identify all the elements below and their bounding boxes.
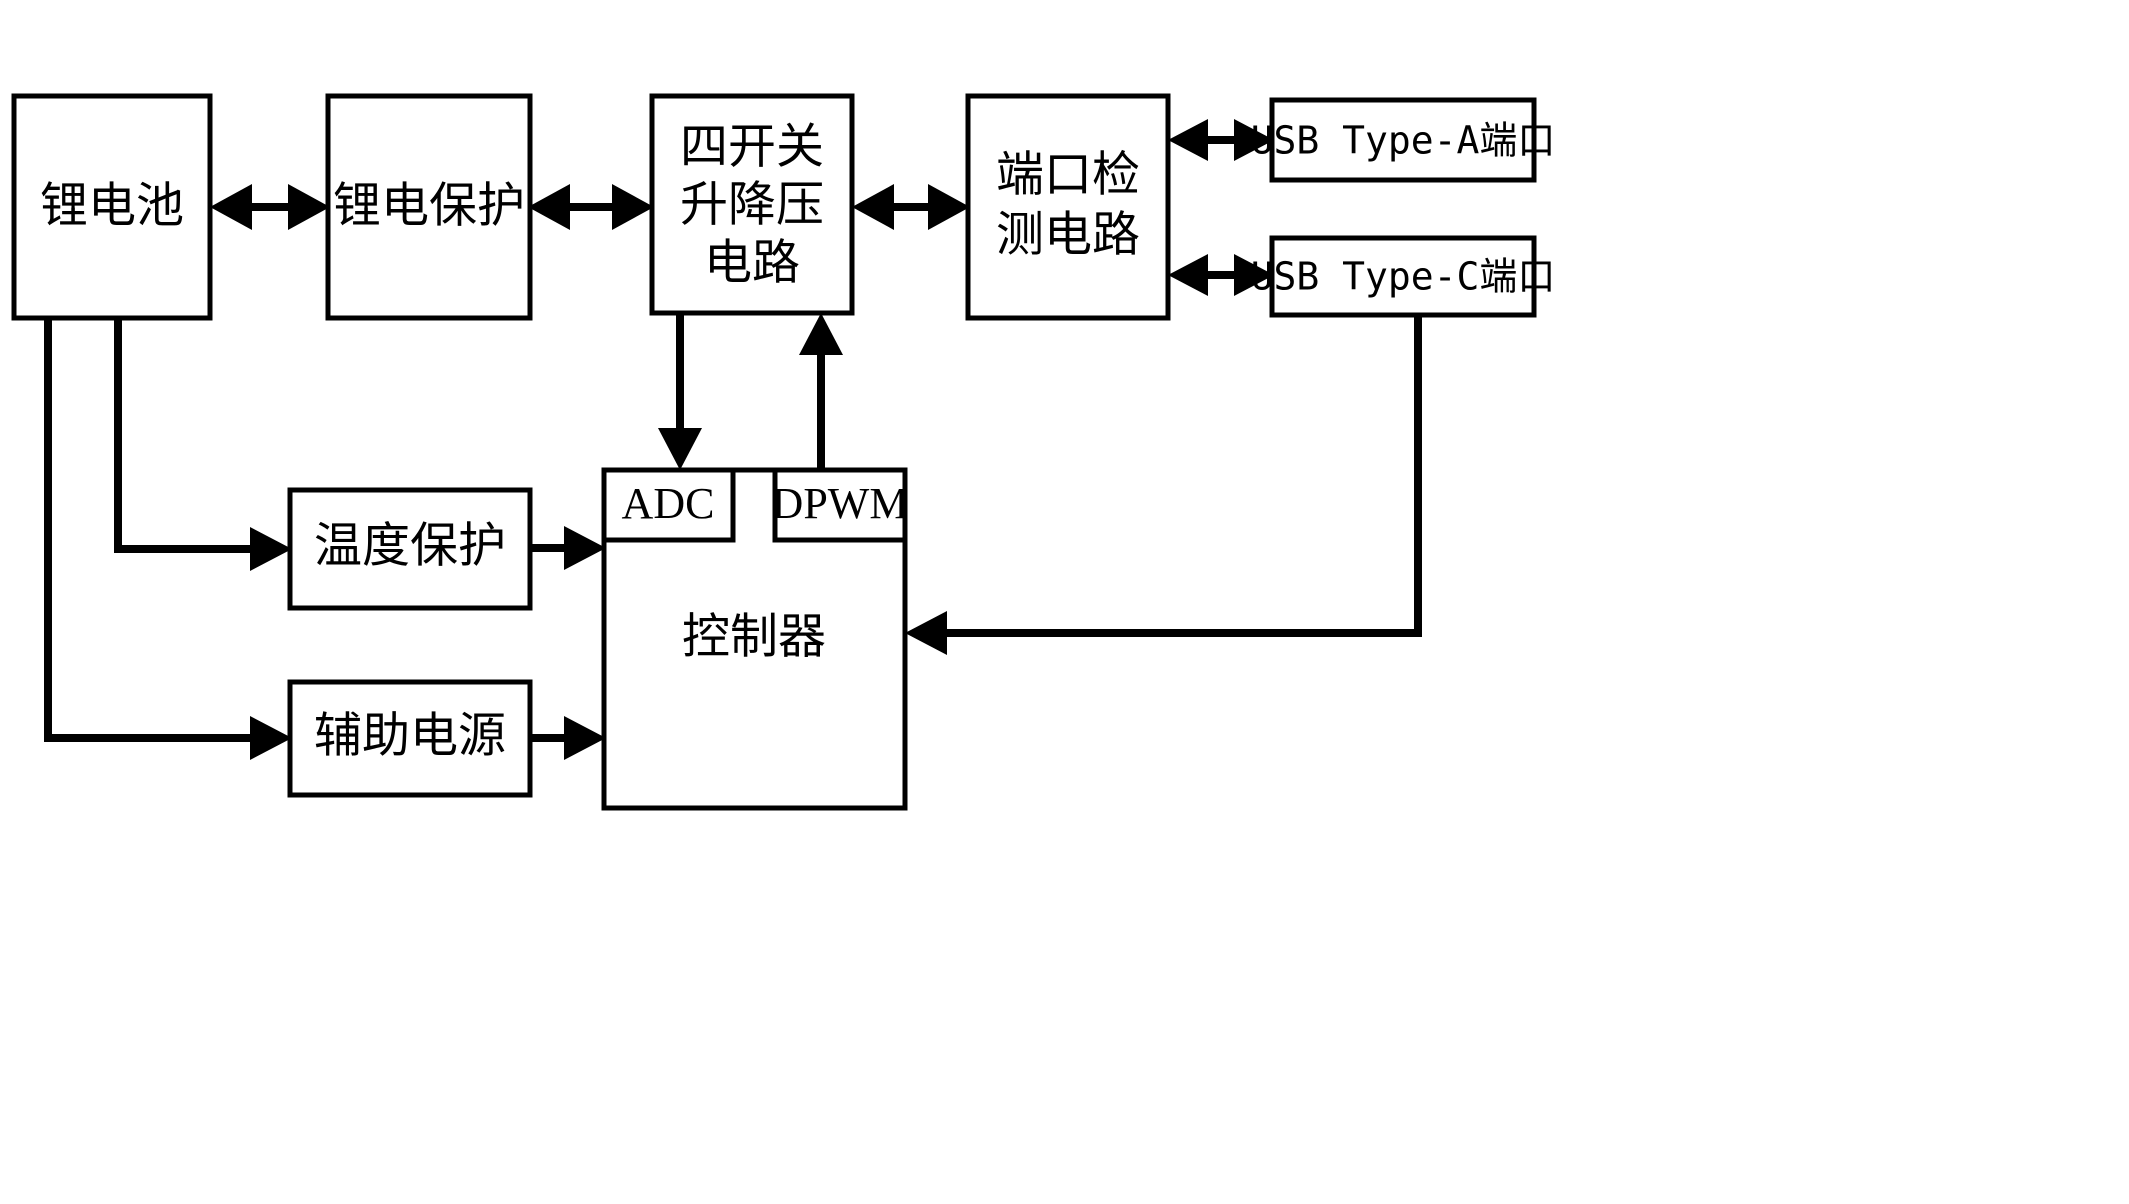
block-buck-boost-label-line3: 电路 [704, 235, 800, 291]
block-battery[interactable]: 锂电池 [11, 93, 213, 321]
block-buck-boost-label-line1: 四开关 [680, 119, 824, 175]
connector-buckboost-to-adc [658, 313, 702, 470]
connector-auxiliary-to-controller [530, 716, 606, 760]
block-temperature-protection-label: 温度保护 [314, 518, 506, 574]
connector-usb-c-to-controller [905, 315, 1422, 655]
block-battery-protection[interactable]: 锂电保护 [325, 93, 533, 321]
block-port-detect-label-line1: 端口检 [996, 147, 1140, 203]
block-controller[interactable]: 控制器 [601, 467, 908, 811]
block-buck-boost-label-line2: 升降压 [680, 177, 824, 233]
block-dpwm-label: DPWM [772, 479, 909, 528]
block-adc-label: ADC [622, 479, 715, 528]
connector-protection-to-buckboost [528, 184, 654, 230]
block-controller-label: 控制器 [682, 609, 826, 665]
block-usb-type-c-label: USB Type-C端口 [1251, 255, 1556, 299]
connector-portdetect-to-usb-a [1168, 119, 1274, 161]
block-dpwm[interactable]: DPWM [772, 470, 909, 543]
block-port-detect-circuit[interactable]: 端口检 测电路 [965, 93, 1171, 321]
connector-dpwm-to-buckboost [799, 313, 843, 470]
block-battery-protection-label: 锂电保护 [333, 178, 525, 234]
connector-battery-to-auxiliary [44, 318, 292, 760]
block-usb-type-a-label: USB Type-A端口 [1251, 119, 1556, 163]
block-usb-type-c-port[interactable]: USB Type-C端口 [1251, 235, 1556, 318]
connector-buckboost-to-portdetect [852, 184, 970, 230]
block-battery-label: 锂电池 [40, 178, 184, 234]
connector-battery-to-temperature [114, 318, 292, 571]
connector-temperature-to-adc [530, 526, 606, 570]
connector-battery-to-protection [210, 184, 330, 230]
block-auxiliary-power[interactable]: 辅助电源 [287, 679, 533, 798]
block-buck-boost-circuit[interactable]: 四开关 升降压 电路 [649, 93, 855, 316]
block-auxiliary-power-label: 辅助电源 [314, 708, 506, 764]
block-port-detect-label-line2: 测电路 [996, 207, 1140, 263]
block-usb-type-a-port[interactable]: USB Type-A端口 [1251, 97, 1556, 183]
block-adc[interactable]: ADC [604, 470, 736, 543]
block-temperature-protection[interactable]: 温度保护 [287, 487, 533, 611]
connector-portdetect-to-usb-c [1168, 254, 1274, 296]
